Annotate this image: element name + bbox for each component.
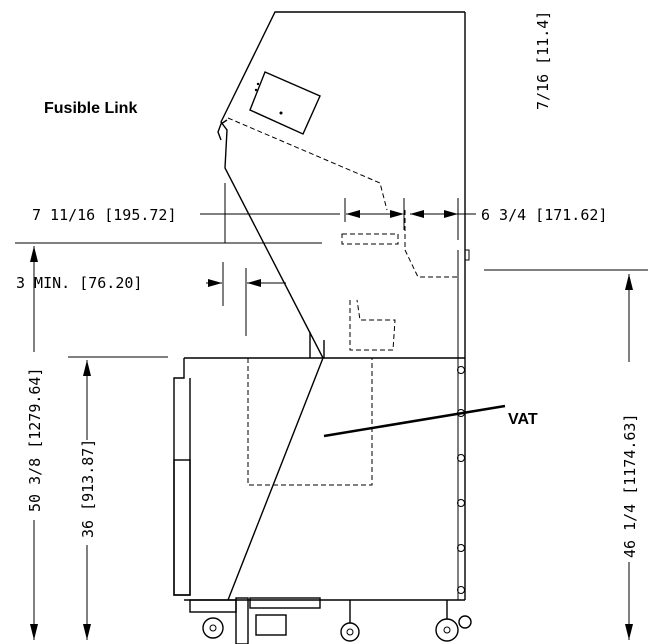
dim-top-right: 7/16 [11.4] [534,11,552,110]
dim-horizontal-offsets: 7 11/16 [195.72] 6 3/4 [171.62] [32,183,607,243]
casters [189,597,472,644]
dim-min-clearance-group: 3 MIN. [76.20] [16,262,286,336]
fusible-link-label: Fusible Link [44,100,137,117]
side-bolts [457,366,465,594]
dim-overall-height: 50 3/8 [1279.64] [26,368,44,513]
dim-min-clearance: 3 MIN. [76.20] [16,274,142,292]
dim-right-height: 46 1/4 [1174.63] [621,414,639,559]
dim-right-height-group: 46 1/4 [1174.63] [621,274,639,640]
dim-overall-height-group: 50 3/8 [1279.64] [26,246,44,640]
fusible-link-bracket [217,119,228,141]
fryer-body [173,332,465,601]
vat-leader [323,404,506,438]
dim-work-height-group: 36 [913.87] [79,360,97,640]
dim-right-offset: 6 3/4 [171.62] [481,206,607,224]
hidden-lines [227,117,460,486]
access-panel [249,71,321,135]
vat-label: VAT [508,411,538,428]
dim-left-offset: 7 11/16 [195.72] [32,206,177,224]
dim-work-height: 36 [913.87] [79,439,97,538]
hood-outline [220,11,470,600]
